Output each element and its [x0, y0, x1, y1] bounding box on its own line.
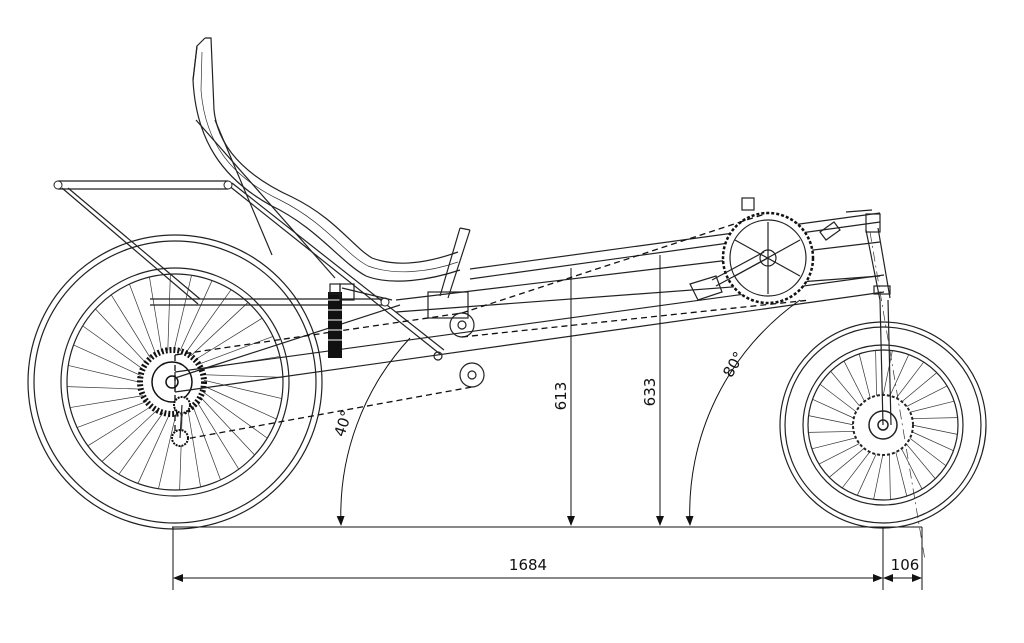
seat	[192, 37, 461, 301]
rear-spoke	[185, 317, 263, 366]
rear-spoke	[188, 396, 221, 481]
rear-wheel	[27, 234, 323, 530]
steering-axis	[869, 231, 926, 561]
rear-spoke	[110, 294, 159, 372]
angle-arc-80	[685, 299, 801, 526]
front-fork	[845, 209, 926, 561]
rear-spoke	[194, 377, 282, 399]
rear-spoke	[194, 381, 277, 420]
rear-spoke	[185, 398, 201, 487]
dim-label-106: 106	[891, 556, 920, 574]
rear-spoke	[118, 401, 172, 475]
angle-arc-40	[336, 337, 411, 526]
rear-spoke	[174, 280, 213, 363]
angle-label-40: 40°	[331, 408, 356, 439]
rear-spoke	[178, 289, 232, 363]
rear-shock	[328, 283, 355, 358]
rear-spoke	[189, 336, 274, 369]
dim-label-633: 633	[641, 378, 659, 407]
rear-spoke	[101, 400, 168, 462]
front-wheel	[779, 321, 987, 529]
chain	[174, 212, 811, 441]
rear-rack	[53, 180, 445, 355]
rear-spoke	[182, 302, 249, 364]
rear-spoke	[191, 392, 240, 470]
rear-spoke	[194, 385, 268, 439]
seat-support	[427, 227, 471, 319]
dim-label-613: 613	[552, 382, 570, 411]
rear-spoke	[193, 389, 255, 456]
rear-spoke	[193, 373, 283, 378]
chainring	[689, 197, 841, 305]
dim-label-1684: 1684	[509, 556, 547, 574]
rear-spoke	[166, 274, 171, 364]
rear-derailleur	[171, 396, 191, 447]
